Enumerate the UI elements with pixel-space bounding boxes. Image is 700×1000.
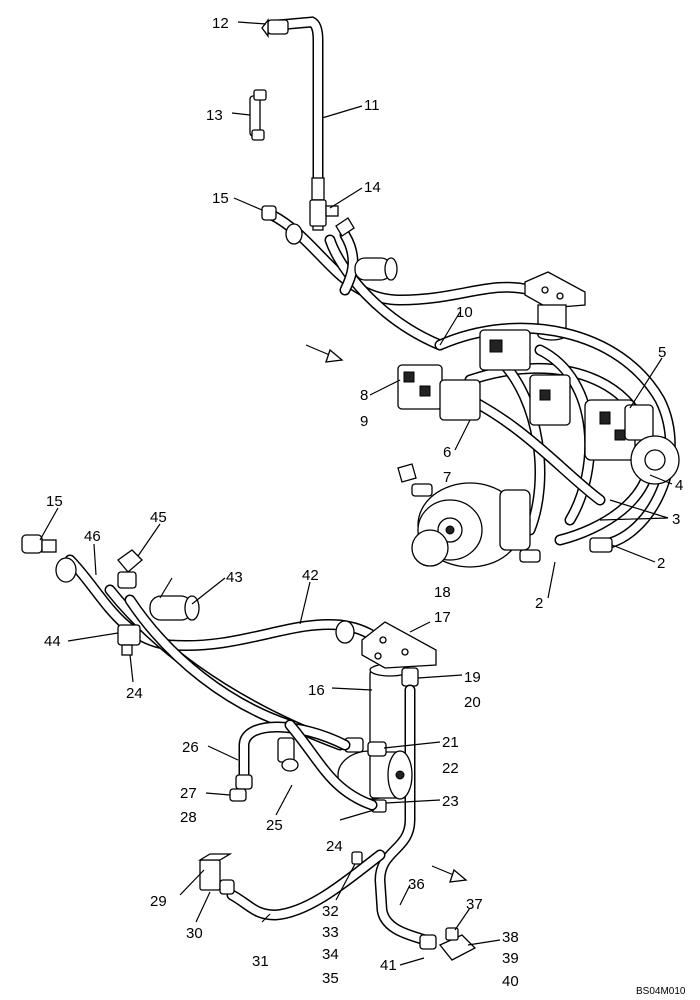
label-27: 27 [180,785,197,802]
label-24-right: 24 [326,838,343,855]
label-31: 31 [252,953,269,970]
upper-return-hose [261,205,536,351]
elbow-45 [117,549,143,589]
label-43: 43 [226,569,243,586]
upper-assembly [249,16,680,568]
label-44: 44 [44,633,61,650]
callout-labels: 12 13 11 14 15 10 5 8 9 6 7 4 3 2 2 15 4… [44,15,686,997]
label-18: 18 [434,584,451,601]
label-30: 30 [186,925,203,942]
label-12: 12 [212,15,229,32]
label-39: 39 [502,950,519,967]
label-33: 33 [322,924,339,941]
label-25: 25 [266,817,283,834]
label-41: 41 [380,957,397,974]
label-6: 6 [443,444,451,461]
label-10: 10 [456,304,473,321]
label-9: 9 [360,413,368,430]
fitting-15-lower [21,534,77,583]
label-29: 29 [150,893,167,910]
label-3: 3 [672,511,680,528]
drawing-code: BS04M010 [636,986,686,997]
hose-11 [272,16,325,231]
label-45: 45 [150,509,167,526]
fitting-12 [261,18,289,38]
label-40: 40 [502,973,519,990]
tee-14 [309,199,339,227]
label-16: 16 [308,682,325,699]
label-2-right: 2 [657,555,665,572]
label-23: 23 [442,793,459,810]
label-20: 20 [464,694,481,711]
label-7: 7 [443,469,451,486]
label-21: 21 [442,734,459,751]
return-hose-42 [64,554,376,751]
leader-lines [39,21,673,966]
pump-motor-23 [337,750,413,813]
cylinder-43 [149,595,200,621]
label-37: 37 [466,896,483,913]
label-8: 8 [360,387,368,404]
label-34: 34 [322,946,339,963]
label-14: 14 [364,179,381,196]
lower-assembly [21,534,477,961]
label-32: 32 [322,903,339,920]
filter-head-17 [361,621,437,669]
clamp-13 [249,89,267,141]
label-42: 42 [302,567,319,584]
direction-arrow-lower [431,865,468,883]
label-11: 11 [364,97,380,114]
label-35: 35 [322,970,339,987]
label-22: 22 [442,760,459,777]
label-38: 38 [502,929,519,946]
hose-31 [226,849,386,921]
label-36: 36 [408,876,425,893]
fitting-21 [344,737,387,757]
label-28: 28 [180,809,197,826]
label-46: 46 [84,528,101,545]
label-15-upper: 15 [212,190,229,207]
fitting-27 [229,774,253,802]
hose-26 [238,719,378,811]
label-15-lower: 15 [46,493,63,510]
label-19: 19 [464,669,481,686]
tee-37 [419,927,477,961]
label-4: 4 [675,477,683,494]
valve-29 [197,853,235,895]
label-2-bottom: 2 [535,595,543,612]
label-24-left: 24 [126,685,143,702]
hose-19 [374,667,431,946]
label-26: 26 [182,739,199,756]
direction-arrow-upper [305,344,344,363]
pump-valve-cluster [397,322,680,568]
label-17: 17 [434,609,451,626]
tee-block-44 [117,624,141,656]
label-13: 13 [206,107,223,124]
label-5: 5 [658,344,666,361]
